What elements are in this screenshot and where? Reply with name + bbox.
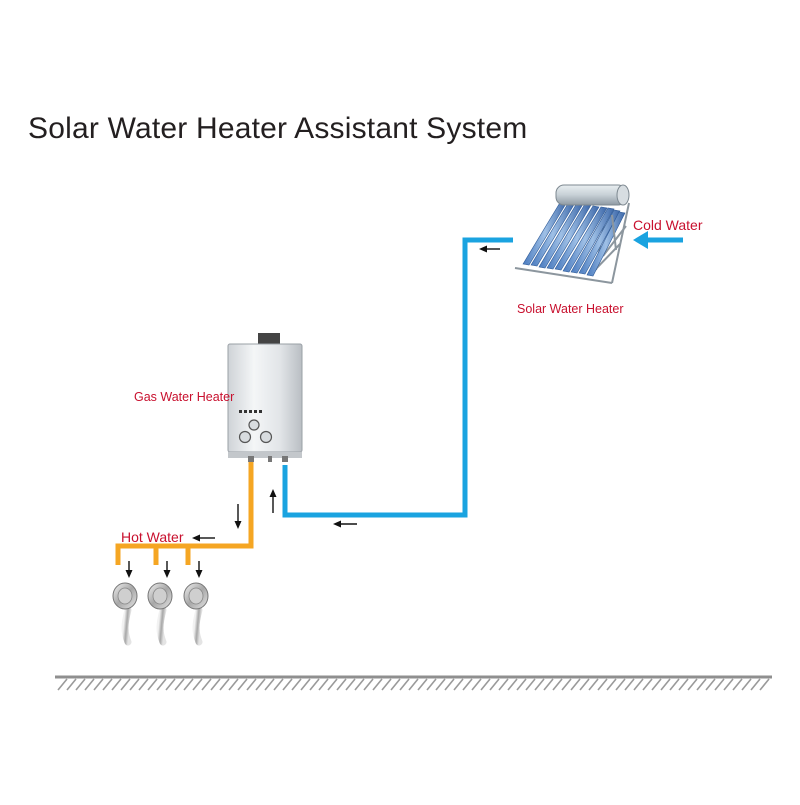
- arrow-left-hot-icon: [192, 534, 215, 542]
- page-title: Solar Water Heater Assistant System: [28, 112, 528, 145]
- flow-arrows: [125, 245, 500, 578]
- solar-tank: [555, 184, 627, 206]
- gas-water-heater: [227, 333, 303, 462]
- arrow-left-bottom-icon: [333, 520, 357, 528]
- heater-knob-center: [248, 419, 260, 431]
- arrow-down-shower-1-icon: [125, 561, 133, 578]
- ground: [55, 675, 772, 691]
- shower-head-2-icon: [147, 582, 173, 646]
- heater-knob-right: [259, 430, 273, 444]
- cold-water-inlet-arrow: [633, 231, 683, 249]
- heater-knob-left: [238, 430, 252, 444]
- cold-water-pipe: [282, 237, 513, 518]
- cold-water-label: Cold Water: [633, 217, 703, 233]
- hot-water-label: Hot Water: [121, 529, 184, 545]
- heater-display: [239, 410, 262, 413]
- solar-water-heater: [514, 184, 630, 284]
- gas-water-heater-label: Gas Water Heater: [134, 390, 235, 404]
- solar-water-heater-label: Solar Water Heater: [517, 302, 624, 316]
- arrow-down-shower-3-icon: [195, 561, 203, 578]
- shower-head-1-icon: [112, 582, 138, 646]
- arrow-down-shower-2-icon: [163, 561, 171, 578]
- solar-tubes: [522, 200, 626, 277]
- arrow-up-icon: [269, 489, 277, 513]
- shower-head-3-icon: [183, 582, 209, 646]
- hot-water-pipe: [115, 458, 254, 565]
- arrow-left-top-icon: [479, 245, 500, 253]
- arrow-down-icon: [234, 504, 242, 529]
